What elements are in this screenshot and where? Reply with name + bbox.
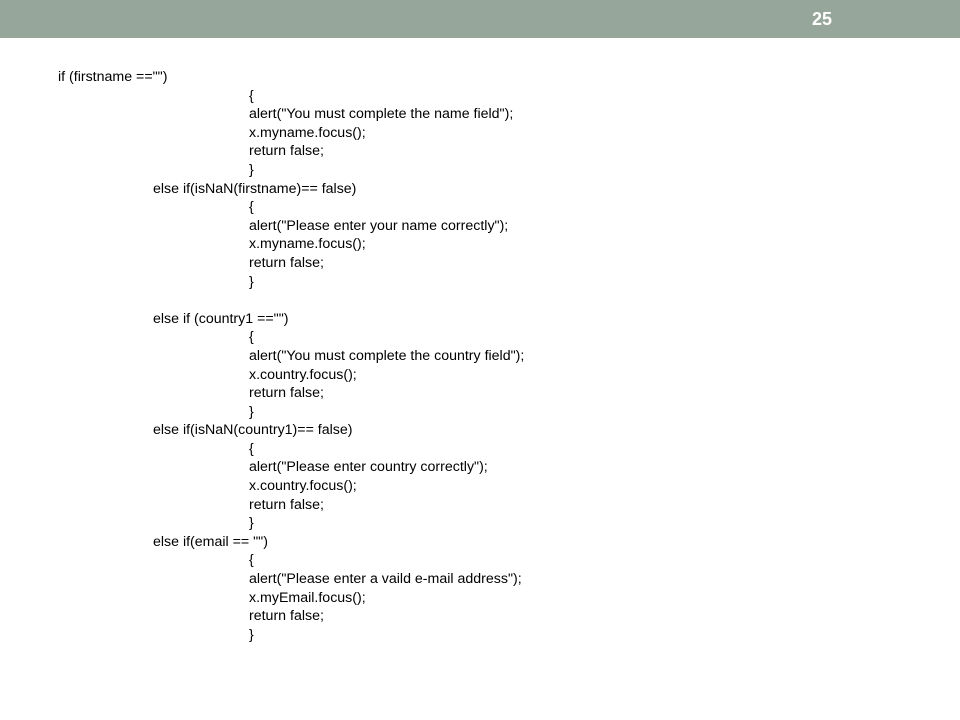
code-line: else if(email == ""): [153, 533, 268, 550]
code-line: {: [249, 440, 254, 457]
code-line: return false;: [249, 608, 324, 625]
code-line: alert("Please enter your name correctly"…: [249, 217, 509, 234]
code-line: }: [249, 273, 254, 290]
slide-number: 25: [811, 9, 832, 29]
code-line: {: [249, 329, 254, 346]
code-line: {: [249, 199, 254, 216]
code-line: x.myEmail.focus();: [249, 589, 366, 606]
code-line: return false;: [249, 254, 324, 271]
code-line: alert("You must complete the country fie…: [249, 347, 525, 364]
code-line: x.myname.focus();: [249, 236, 366, 253]
code-line: alert("You must complete the name field"…: [249, 106, 514, 123]
code-line: }: [249, 403, 254, 420]
code-line: {: [249, 552, 254, 569]
slide-header-bar: 25: [0, 0, 960, 38]
code-line: return false;: [249, 143, 324, 160]
code-line: else if (country1 ==""): [153, 310, 289, 327]
code-line: }: [249, 161, 254, 178]
code-line: return false;: [249, 496, 324, 513]
code-line: [0, 291, 960, 310]
code-block: if (firstname ==""){alert("You must comp…: [0, 68, 960, 644]
code-line: }: [249, 626, 254, 643]
code-line: x.country.focus();: [249, 366, 357, 383]
code-line: {: [249, 87, 254, 104]
code-line: alert("Please enter a vaild e-mail addre…: [249, 571, 522, 588]
code-line: x.country.focus();: [249, 478, 357, 495]
code-line: return false;: [249, 385, 324, 402]
code-line: alert("Please enter country correctly");: [249, 459, 488, 476]
code-line: }: [249, 515, 254, 532]
code-line: else if(isNaN(country1)== false): [153, 422, 353, 439]
code-line: x.myname.focus();: [249, 124, 366, 141]
code-line: if (firstname ==""): [58, 69, 168, 85]
code-line: else if(isNaN(firstname)== false): [153, 180, 357, 197]
